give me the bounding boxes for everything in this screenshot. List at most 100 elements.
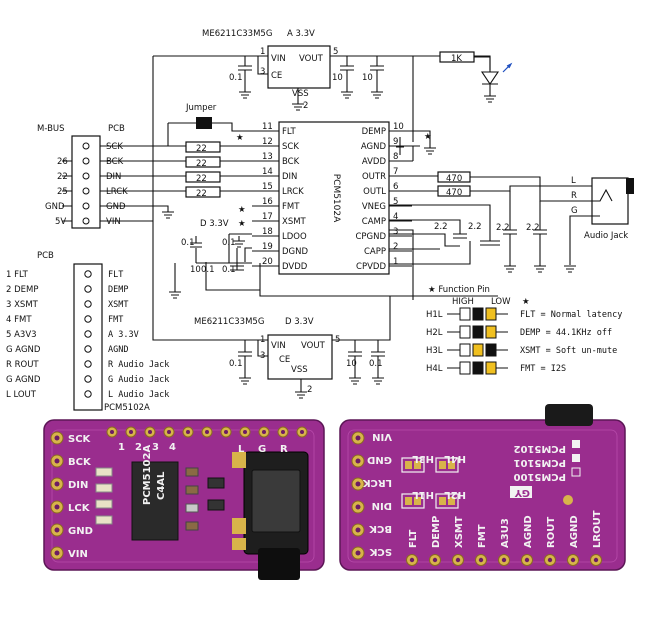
chip-left-pin-num: 18 [262,227,273,237]
cap-cp-22b: 2.2 [468,222,482,232]
mbus-pin-vin: VIN [106,217,121,227]
fp-pad-low [485,325,497,339]
chip-left-pin-name: BCK [282,157,300,167]
fp-row-desc: DEMP = 44.1KHz off [520,328,612,338]
reg-top-pin2: 2 [303,101,308,111]
front-right-l: L [238,444,245,455]
fp-pad-high [459,343,471,357]
cap-ldo-01a: 0.1 [181,238,195,248]
pcb-header-right-label: FMT [108,315,123,325]
mbus-pin-bck: BCK [106,157,124,167]
mbus-pin-sck: SCK [106,142,123,152]
pcb-header-pin [84,285,92,293]
pcb-header-pin [84,330,92,338]
front-left-label: SCK [68,434,92,445]
back-bottom-label: A3U3 [500,518,511,548]
pcb-header-right-label: R Audio Jack [108,360,169,370]
fp-pad-low [485,307,497,321]
mbus-pin-lrck: LRCK [106,187,128,197]
mbus-wires [100,145,252,222]
reg-top-part: ME6211C33M5G [202,29,272,39]
chip-left-pin-name: XSMT [282,217,307,227]
fp-row-label: H3L [426,346,443,356]
front-chip-text1: PCM5102A [142,445,153,505]
cap-bot-01b: 0.1 [369,359,383,369]
chip-left-pin-num: 20 [262,257,273,267]
front-left-label: VIN [68,549,88,560]
front-top-number: 4 [169,442,176,453]
back-jmp-h3l: H3L [412,453,434,464]
fp-pad-low [485,361,497,375]
pcb-header-pin [84,345,92,353]
ground-symbols-top [239,91,383,111]
r470-a: 470 [446,174,462,184]
fp-row-label: H1L [426,310,443,320]
chip-right-pin-name: CAMP [362,217,386,227]
chip-left-pin-num: 12 [262,137,273,147]
pcb-header-left-label: L LOUT [6,390,37,400]
jumper-star: ★ [236,133,244,143]
jumper-block [196,117,212,129]
function-pin-title: ★ Function Pin [428,285,490,295]
board-back [339,404,626,571]
chip-left-pin-name: DGND [282,247,308,257]
chip-name: PCM5102A [331,174,341,223]
pcm5102a-chip [278,121,390,275]
fp-row-desc: XSMT = Soft un-mute [520,346,617,356]
pcb-header-left-label: G AGND [6,345,41,355]
pcb-header-right-label: FLT [108,270,123,280]
mbus-left-26: 26 [57,157,68,167]
chip-right-pin-name: AGND [361,142,387,152]
cap-top-01 [238,65,252,92]
output-caps [503,191,576,273]
fp-row-label: H2L [426,328,443,338]
cap-dvdd-10: 10 [190,265,201,275]
back-jmp-h4l: H4L [444,453,466,464]
led-light-icon [502,62,513,73]
chip-left-pin-name: LDOO [282,232,307,242]
back-chip-3: PCM5100 [514,471,566,482]
cap-dvdd-01b: 0.1 [201,265,215,275]
pcb-header-pin [84,300,92,308]
r22-c: 22 [196,174,207,184]
back-bottom-label: ROUT [546,517,557,548]
chip-left-pin-name: DVDD [282,262,308,272]
reg-bot-vin: VIN [271,341,286,351]
function-pin-low: LOW [491,297,511,307]
jumper-label: Jumper [185,103,217,113]
jack-label: Audio Jack [584,231,628,241]
function-pin-star: ★ [522,297,530,307]
pcb-header-pin [84,270,92,278]
mbus-header [71,135,101,229]
chip-right-pin-num: 6 [393,182,398,192]
board-front: PCM5102A C4AL [43,419,325,580]
reg-top-ce: CE [271,71,282,81]
reg-bot-vout: VOUT [301,341,326,351]
fp-pad-high [459,307,471,321]
chip-left-pin-name: DIN [282,172,297,182]
pcb-header-left-label: 1 FLT [6,270,29,280]
reg-top-vss: VSS [292,89,309,99]
cap-dvdd-01: 0.1 [222,265,236,275]
cap-top-10b: 10 [362,73,373,83]
pcb-header-right-label: G Audio Jack [108,375,169,385]
fp-pad-mid [472,361,484,375]
reg-top-vin: VIN [271,54,286,64]
fp-pad-mid [472,325,484,339]
back-left-label: BCK [368,523,392,534]
chip-right-pin-num: 9 [393,137,398,147]
reg-bot-wires [152,221,391,392]
pcb-header-right-label: AGND [108,345,128,355]
reg-top-rail: A 3.3V [287,29,315,39]
resistors-22 [185,141,221,198]
back-bottom-label: AGND [569,515,580,548]
back-left-label: DIN [372,500,392,511]
jack-pin-r: R [571,191,577,201]
pcb-header-footer: PCM5102A [104,403,150,413]
chip-right-pin-num: 1 [393,257,398,267]
mbus-left-25: 25 [57,187,68,197]
back-chip-1: PCM5102 [514,443,566,454]
jack-pin-l: L [571,176,576,186]
